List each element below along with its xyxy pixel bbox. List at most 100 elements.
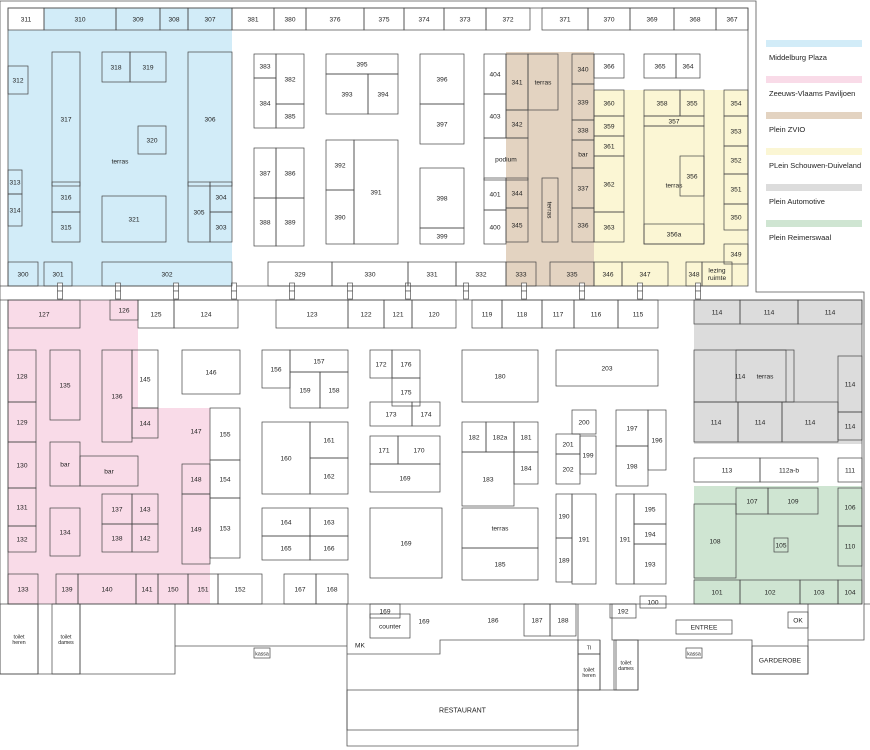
booth-ok[interactable]: OK [787,611,809,629]
booth-121[interactable]: 121 [383,299,413,329]
booth-159[interactable]: 159 [289,371,321,409]
legend-item-zeeuws-vlaams-paviljoen[interactable]: Zeeuws-Vlaams Paviljoen [766,74,870,110]
booth-kassa[interactable]: kassa [253,647,271,659]
booth-144[interactable]: 144 [131,407,159,439]
booth-174[interactable]: 174 [411,401,441,427]
booth-202[interactable]: 202 [555,453,581,485]
legend-item-plein-schouwen-duiveland[interactable]: PLein Schouwen-Duiveland [766,146,870,182]
booth-314[interactable]: 314 [7,193,23,227]
booth-ti[interactable]: TI [577,639,601,655]
booth-197[interactable]: 197 [615,409,649,447]
booth-303[interactable]: 303 [209,211,233,243]
booth-132[interactable]: 132 [7,525,37,553]
booth-330[interactable]: 330 [331,261,409,287]
booth-201[interactable]: 201 [555,433,581,455]
booth-153[interactable]: 153 [209,497,241,559]
booth-175[interactable]: 175 [391,377,421,407]
booth-163[interactable]: 163 [309,507,349,537]
booth-375[interactable]: 375 [363,7,405,31]
booth-389[interactable]: 389 [275,197,305,247]
booth-398[interactable]: 398 [419,167,465,229]
booth-109[interactable]: 109 [767,487,819,515]
booth-168[interactable]: 168 [315,573,349,605]
booth-112a-b[interactable]: 112a-b [759,457,819,483]
booth-182[interactable]: 182 [461,421,487,453]
booth-117[interactable]: 117 [541,299,575,329]
booth-terras[interactable]: terras [112,158,130,165]
booth-164[interactable]: 164 [261,507,311,537]
booth-195[interactable]: 195 [633,493,667,525]
booth-146[interactable]: 146 [181,349,241,395]
booth-366[interactable]: 366 [593,53,625,79]
booth-152[interactable]: 152 [217,573,263,605]
booth-122[interactable]: 122 [347,299,385,329]
booth-404[interactable]: 404 [483,53,507,95]
booth-200[interactable]: 200 [571,409,597,435]
booth-172[interactable]: 172 [369,349,393,379]
booth-165[interactable]: 165 [261,535,311,561]
booth-127[interactable]: 127 [7,299,81,329]
booth-382[interactable]: 382 [275,53,305,105]
booth-384[interactable]: 384 [253,77,277,129]
legend-item-middelburg-plaza[interactable]: Middelburg Plaza [766,38,870,74]
booth-170[interactable]: 170 [397,435,441,465]
booth-113[interactable]: 113 [693,457,761,483]
booth-363[interactable]: 363 [593,211,625,243]
booth-374[interactable]: 374 [403,7,445,31]
booth-364[interactable]: 364 [675,53,701,79]
booth-169[interactable]: 169 [369,603,401,619]
booth-115[interactable]: 115 [617,299,659,329]
booth-160[interactable]: 160 [261,421,311,495]
booth-390[interactable]: 390 [325,189,355,245]
booth-368[interactable]: 368 [673,7,717,31]
booth-300[interactable]: 300 [7,261,39,287]
booth-114[interactable]: 114 [797,299,863,325]
booth-189[interactable]: 189 [555,537,573,583]
booth-319[interactable]: 319 [129,51,167,83]
booth-196[interactable]: 196 [647,409,667,471]
booth-199[interactable]: 199 [579,435,597,475]
booth-394[interactable]: 394 [367,73,399,115]
booth-counter[interactable]: counter [369,613,411,639]
booth-397[interactable]: 397 [419,103,465,145]
booth-329[interactable]: 329 [267,261,333,287]
booth-373[interactable]: 373 [443,7,487,31]
legend-item-plein-reimerswaal[interactable]: Plein Reimerswaal [766,218,870,254]
booth-118[interactable]: 118 [501,299,543,329]
booth-100[interactable]: 100 [639,595,667,609]
booth-171[interactable]: 171 [369,435,399,465]
booth-184[interactable]: 184 [513,451,539,485]
booth-155[interactable]: 155 [209,407,241,461]
booth-kassa[interactable]: kassa [685,647,703,659]
booth-105[interactable]: 105 [773,537,789,553]
booth-192[interactable]: 192 [609,603,637,619]
booth-400[interactable]: 400 [483,209,507,245]
booth-301[interactable]: 301 [43,261,73,287]
booth-403[interactable]: 403 [483,93,507,139]
booth-124[interactable]: 124 [173,299,239,329]
booth-123[interactable]: 123 [275,299,349,329]
booth-162[interactable]: 162 [309,457,349,495]
booth-370[interactable]: 370 [587,7,631,31]
booth-392[interactable]: 392 [325,139,355,191]
booth-terras[interactable]: terras [541,177,559,243]
booth-garderobe[interactable]: GARDEROBE [751,645,809,675]
booth-114[interactable]: 114 [837,411,863,441]
booth-161[interactable]: 161 [309,421,349,459]
booth-194[interactable]: 194 [633,523,667,545]
booth-180[interactable]: 180 [461,349,539,403]
booth-331[interactable]: 331 [407,261,457,287]
booth-320[interactable]: 320 [137,125,167,155]
legend-item-plein-zvio[interactable]: Plein ZVIO [766,110,870,146]
booth-156[interactable]: 156 [261,349,291,389]
booth-315[interactable]: 315 [51,211,81,243]
booth-386[interactable]: 386 [275,147,305,199]
booth-134[interactable]: 134 [49,507,81,557]
booth-203[interactable]: 203 [555,349,659,387]
booth-entree[interactable]: ENTREE [675,619,733,635]
booth-182a[interactable]: 182a [485,421,515,453]
booth-135[interactable]: 135 [49,349,81,421]
booth-393[interactable]: 393 [325,73,369,115]
